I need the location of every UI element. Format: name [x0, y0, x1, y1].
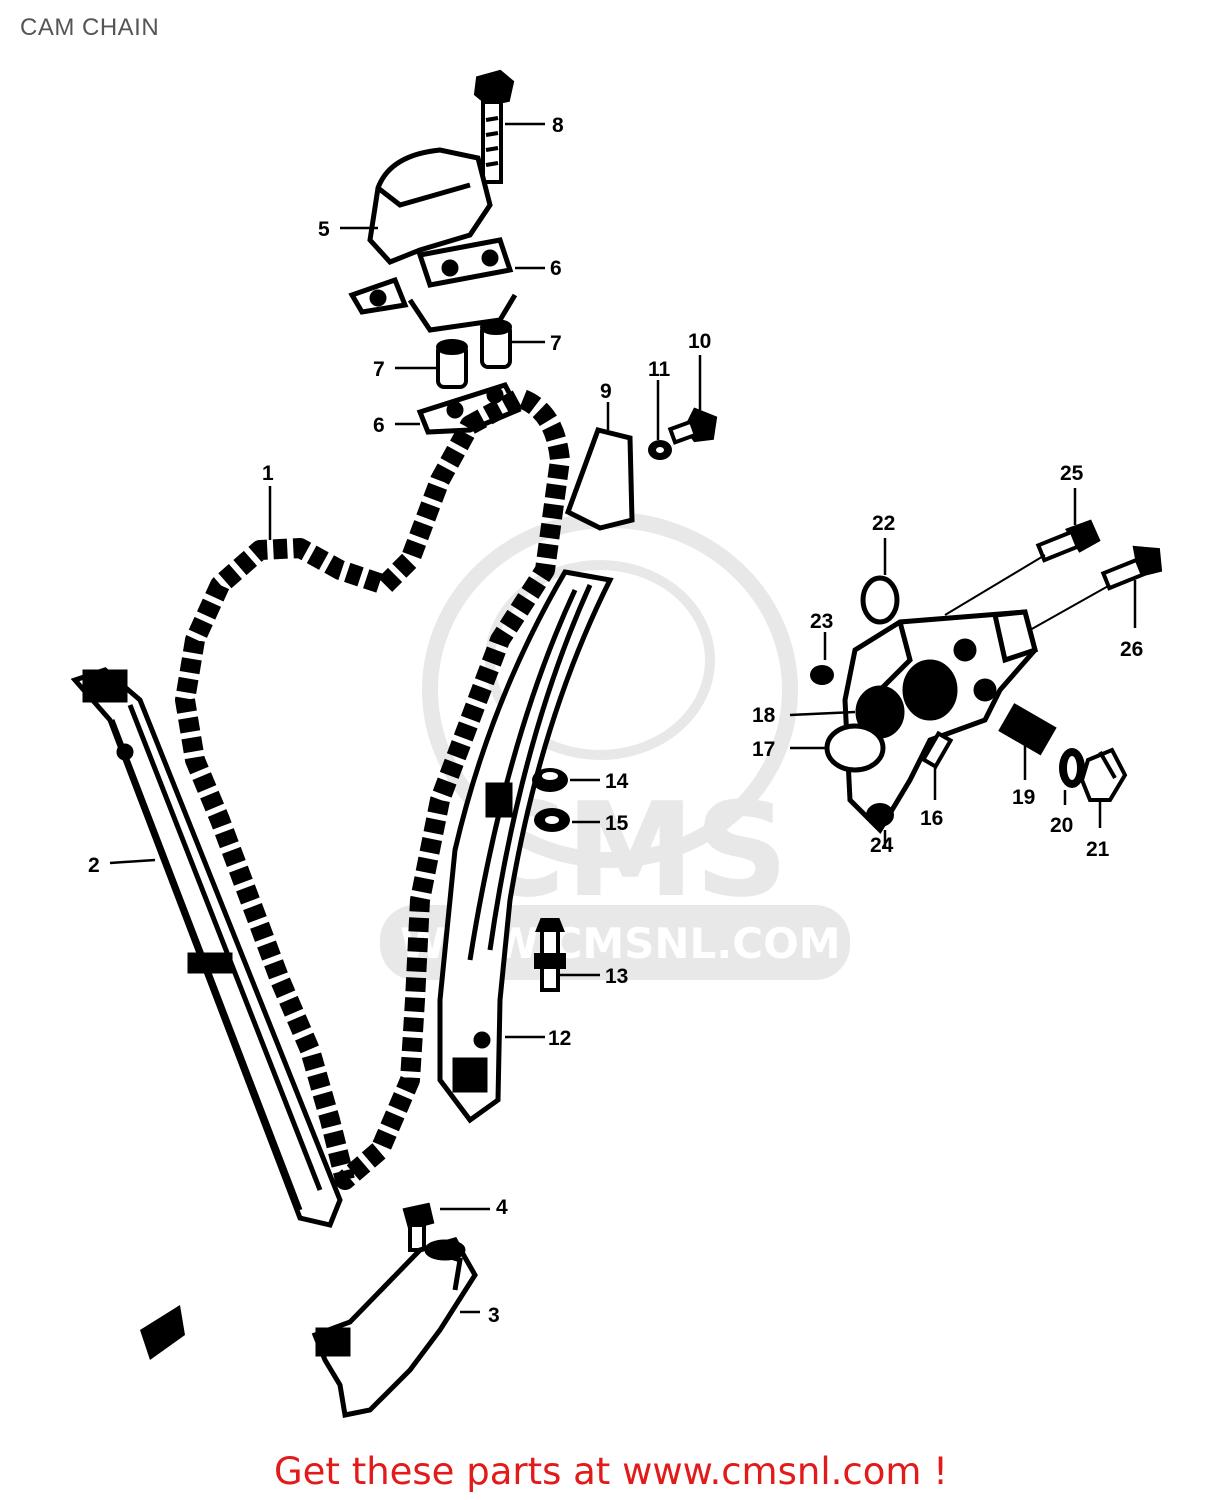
label-part-16: 16 — [920, 807, 943, 830]
label-part-22: 22 — [872, 512, 895, 535]
label-part-25: 25 — [1060, 462, 1084, 485]
label-part-24: 24 — [870, 834, 894, 857]
part-11-washer — [648, 440, 672, 460]
label-part-15: 15 — [605, 812, 629, 835]
part-12-tensioner-guide — [437, 569, 614, 1124]
label-part-1: 1 — [262, 462, 274, 485]
part-21-cap-nut — [1079, 747, 1128, 802]
part-16-pin — [920, 730, 954, 770]
part-10-bolt — [667, 407, 718, 445]
label-part-2: 2 — [88, 854, 100, 877]
label-part-6-lower: 6 — [373, 414, 385, 437]
label-part-19: 19 — [1012, 786, 1035, 809]
label-part-14: 14 — [605, 770, 629, 793]
part-26-bolt — [1100, 545, 1163, 591]
label-part-18: 18 — [752, 704, 776, 727]
label-part-17: 17 — [752, 738, 775, 761]
part-14-nut — [532, 768, 568, 792]
part-5-chain-guide-bracket — [348, 147, 518, 333]
part-17-plunger-cap — [824, 723, 886, 773]
label-part-20: 20 — [1050, 814, 1073, 837]
small-plate-fragment — [140, 1305, 185, 1360]
label-part-11: 11 — [648, 358, 671, 381]
label-part-6-upper: 6 — [550, 257, 562, 280]
part-7-rollers — [436, 319, 512, 389]
part-25-bolt — [1035, 519, 1101, 563]
part-4-bolt — [402, 1202, 435, 1252]
part-1-cam-chain — [175, 388, 570, 1190]
part-8-bolt — [473, 69, 515, 184]
label-part-12: 12 — [548, 1027, 571, 1050]
page-title: CAM CHAIN — [20, 14, 160, 41]
part-number-labels: 1 2 3 4 5 6 6 7 7 8 9 10 11 12 13 14 15 … — [88, 114, 1143, 1327]
cam-chain-exploded-diagram: CMS WWW.CMSNL.COM — [70, 69, 1163, 1418]
label-part-4: 4 — [496, 1196, 508, 1219]
leader-lines — [109, 122, 1137, 1314]
label-part-23: 23 — [810, 610, 833, 633]
label-part-26: 26 — [1120, 638, 1143, 661]
label-part-9: 9 — [600, 380, 612, 403]
tensioner-assembly-lines — [944, 554, 1111, 631]
part-20-washer — [1059, 748, 1085, 788]
label-part-7-left: 7 — [373, 358, 385, 381]
part-9-rubber-pad — [564, 427, 635, 531]
part-24-plug — [866, 803, 894, 827]
label-part-10: 10 — [688, 330, 711, 353]
part-3-lower-guide — [311, 1237, 478, 1418]
part-2-chain-guide — [70, 667, 343, 1228]
part-15-washer — [534, 808, 570, 832]
part-19-spring — [998, 703, 1057, 756]
label-part-5: 5 — [318, 218, 330, 241]
label-part-7-right: 7 — [550, 332, 562, 355]
label-part-8: 8 — [552, 114, 564, 137]
part-23-washer — [810, 665, 834, 685]
label-part-21: 21 — [1086, 838, 1110, 861]
part-22-o-ring — [860, 575, 900, 625]
part-13-stud — [534, 918, 566, 992]
label-part-13: 13 — [605, 965, 628, 988]
label-part-3: 3 — [488, 1304, 500, 1327]
footer-link-text[interactable]: Get these parts at www.cmsnl.com ! — [273, 1450, 948, 1493]
